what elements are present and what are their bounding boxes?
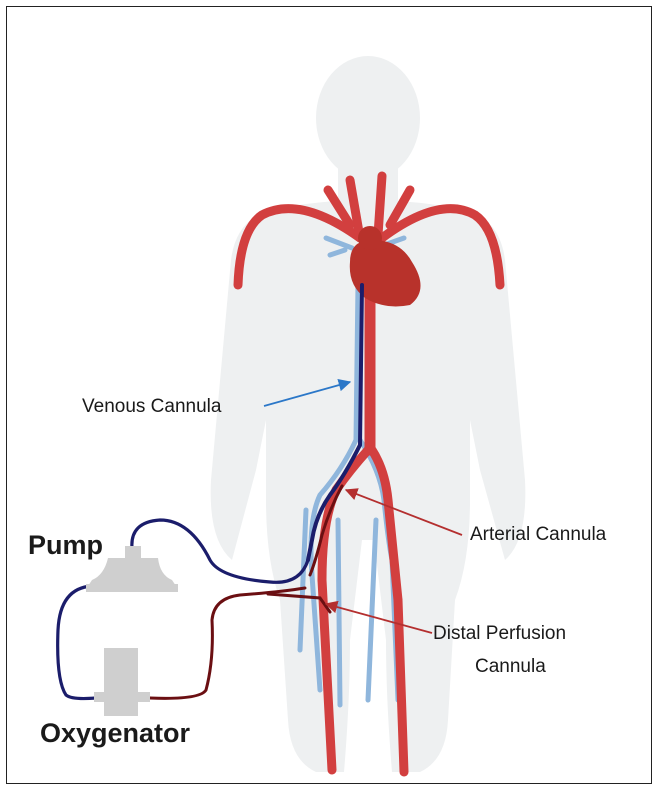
pump-to-oxygenator-tubing (58, 586, 96, 699)
oxygenator-device (94, 648, 150, 716)
distal-perfusion-label-line1: Distal Perfusion (433, 623, 566, 645)
inner-left-vein (338, 520, 340, 705)
oxygenator-right-port (136, 692, 150, 702)
right-carotid (378, 176, 382, 235)
oxygenator-left-port (94, 692, 106, 702)
oxygenator-body (104, 648, 138, 716)
distal-perfusion-label-line2: Cannula (475, 656, 546, 678)
pump-body (88, 558, 176, 592)
venous-cannula-label: Venous Cannula (82, 396, 221, 418)
aortic-arch (358, 226, 382, 250)
head (316, 56, 420, 180)
pump-top (125, 546, 141, 560)
pump-right-port (170, 584, 178, 592)
vena-cava (356, 285, 358, 440)
pump-left-port (86, 584, 94, 592)
right-femoral-vein-b (368, 520, 376, 700)
oxygenator-label: Oxygenator (40, 718, 190, 749)
pump-label: Pump (28, 530, 103, 561)
arterial-cannula-label: Arterial Cannula (470, 524, 606, 546)
